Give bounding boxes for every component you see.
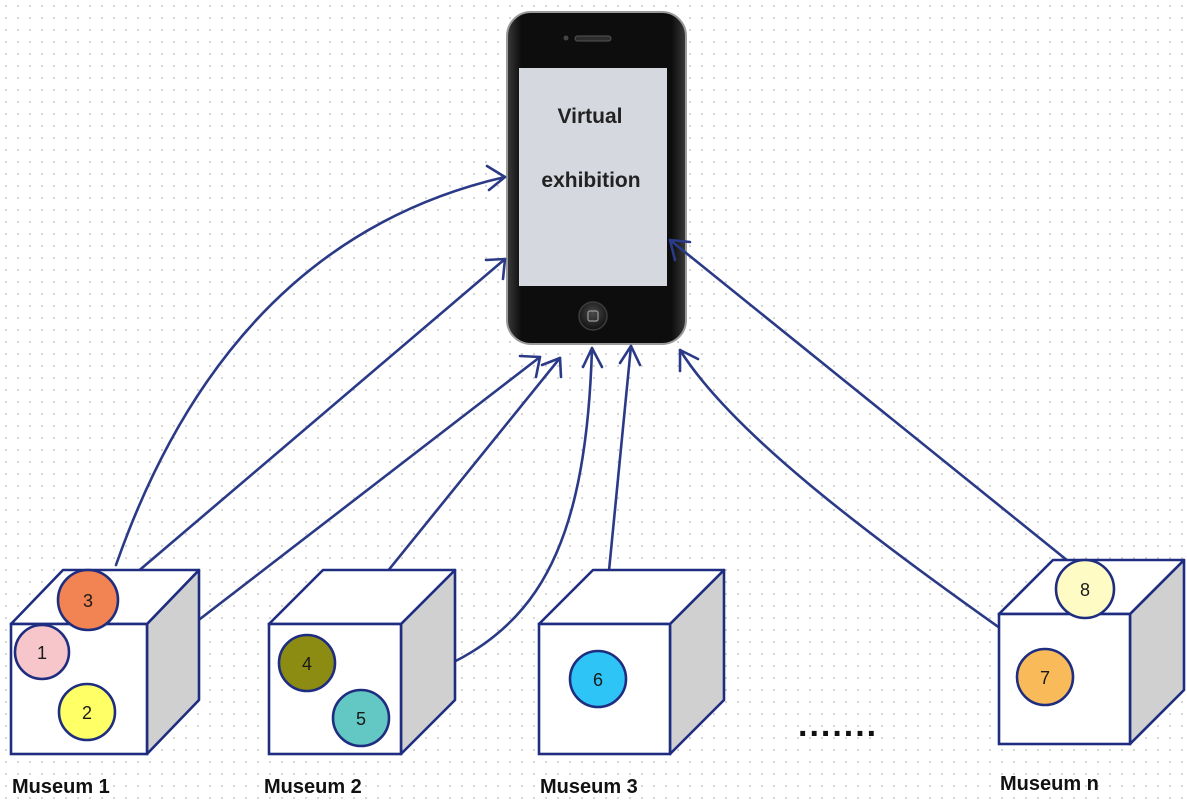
museum-2-label: Museum 2 — [264, 776, 362, 798]
arrow-item-7-head — [678, 348, 700, 373]
item-number-7: 7 — [1040, 668, 1050, 688]
arrow-item-6-head — [618, 344, 642, 367]
items — [13, 558, 1116, 748]
item-number-1: 1 — [37, 643, 47, 663]
arrow-item-2-head — [518, 354, 542, 379]
item-number-6: 6 — [593, 670, 603, 690]
item-number-4: 4 — [302, 654, 312, 674]
item-number-5: 5 — [356, 709, 366, 729]
item-circle-8 — [1054, 558, 1116, 620]
arrow-item-7 — [678, 348, 1026, 647]
item-number-8: 8 — [1080, 580, 1090, 600]
item-number-3: 3 — [83, 591, 93, 611]
arrow-item-5-head — [581, 346, 604, 369]
item-circle-1 — [13, 623, 71, 681]
museum-1-label: Museum 1 — [12, 776, 110, 798]
arrow-item-3-head — [485, 164, 507, 192]
home-button-icon — [587, 310, 599, 322]
item-circle-2 — [57, 682, 117, 742]
smartphone: Virtual exhibition — [506, 11, 687, 345]
screen-text-line1: Virtual — [558, 105, 623, 128]
phone-screen — [519, 68, 667, 286]
phone-camera — [563, 35, 569, 41]
museum-n-label: Museum n — [1000, 773, 1099, 795]
item-circle-4 — [277, 633, 337, 693]
arrow-item-1-head — [484, 257, 507, 281]
item-circle-5 — [331, 688, 391, 748]
museum-3-label: Museum 3 — [540, 776, 638, 798]
screen-text-line2: exhibition — [541, 169, 640, 192]
item-number-2: 2 — [82, 703, 92, 723]
item-numbers: 3 1 2 4 5 6 7 8 — [37, 580, 1090, 729]
item-circle-7 — [1015, 647, 1075, 707]
item-circle-6 — [568, 649, 628, 709]
item-circle-3 — [56, 568, 120, 632]
home-button — [578, 301, 608, 331]
arrow-item-8 — [668, 238, 1070, 563]
museum-3-cube — [537, 568, 726, 756]
arrow-item-3 — [114, 175, 507, 567]
arrow-item-4-head — [540, 356, 563, 379]
phone-speaker — [574, 35, 612, 42]
ellipsis: ....... — [798, 706, 878, 744]
arrow-item-8-head — [668, 238, 692, 262]
